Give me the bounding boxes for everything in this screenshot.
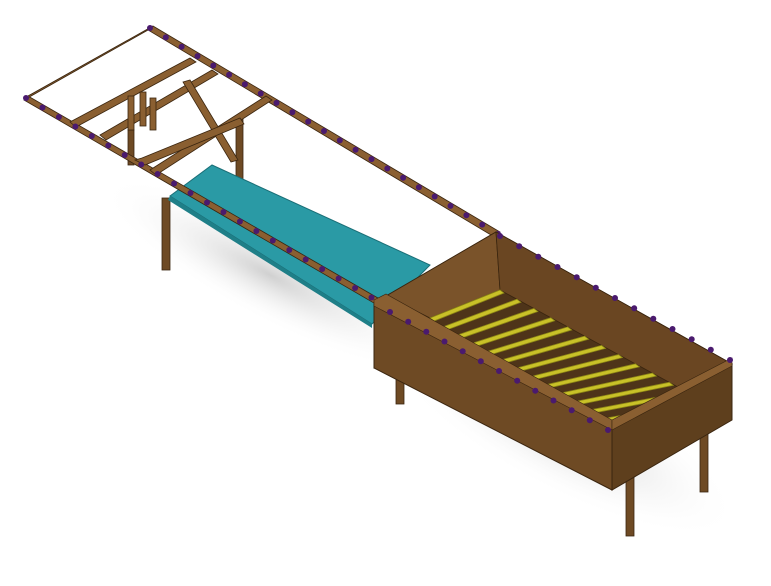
bolt-icon <box>447 202 454 209</box>
bolt-icon <box>550 397 557 404</box>
bolt-icon <box>253 228 260 234</box>
bin-front-walls <box>373 293 733 491</box>
bolt-icon <box>554 264 561 270</box>
bolt-icon <box>171 180 178 187</box>
bolt-icon <box>257 90 264 97</box>
bolt-icon <box>336 137 343 144</box>
bolt-icon <box>415 184 422 191</box>
bolt-icon <box>88 133 95 139</box>
bolts-bin-rim <box>387 233 733 433</box>
bolt-icon <box>319 266 326 272</box>
bolt-icon <box>162 34 169 41</box>
bolt-icon <box>154 171 161 177</box>
bolt-icon <box>431 193 438 200</box>
bolt-icon <box>479 221 486 228</box>
bolt-icon <box>477 358 484 365</box>
bolt-icon <box>423 328 430 335</box>
bolt-icon <box>497 233 503 239</box>
bolt-icon <box>72 123 79 130</box>
bolt-icon <box>204 199 210 206</box>
bolt-icon <box>441 338 448 345</box>
bolt-icon <box>273 99 280 106</box>
bolt-icon <box>605 427 611 433</box>
bolt-icon <box>220 209 227 215</box>
bolt-icon <box>459 348 466 355</box>
bolt-icon <box>352 285 359 291</box>
bolt-icon <box>241 81 248 88</box>
bolt-icon <box>368 156 375 163</box>
bolt-icon <box>568 407 575 414</box>
bolt-icon <box>612 295 618 301</box>
bolt-icon <box>496 368 502 374</box>
bolt-icon <box>23 95 29 101</box>
bolt-icon <box>236 218 243 225</box>
bolt-icon <box>631 305 638 312</box>
bolt-icon <box>178 43 185 50</box>
bolt-icon <box>405 318 412 325</box>
bolt-icon <box>305 118 312 125</box>
bolt-icon <box>727 357 733 363</box>
bolt-icon <box>269 237 276 244</box>
bolt-icon <box>302 256 309 263</box>
bolt-icon <box>147 25 153 31</box>
bolt-icon <box>226 71 233 78</box>
bolt-icon <box>384 165 391 172</box>
bolt-icon <box>707 346 714 353</box>
bolt-icon <box>573 274 580 281</box>
bolt-icon <box>352 146 359 153</box>
bolt-icon <box>121 152 128 158</box>
bolt-icon <box>39 104 46 111</box>
bolt-icon <box>669 326 676 332</box>
bolt-icon <box>592 284 599 291</box>
bolt-icon <box>586 417 593 424</box>
bolt-icon <box>55 114 62 120</box>
bolt-icon <box>335 275 342 282</box>
bolt-icon <box>187 190 194 196</box>
bolt-icon <box>532 387 539 394</box>
bolt-icon <box>514 377 521 384</box>
bolt-icon <box>387 309 393 315</box>
bolt-icon <box>210 62 217 69</box>
bolt-icon <box>368 294 375 301</box>
bolt-icon <box>650 315 657 322</box>
bolt-icon <box>400 174 407 181</box>
teal-board <box>168 164 431 328</box>
bolt-icon <box>688 336 695 343</box>
bolts-front-rail <box>23 95 391 310</box>
bolt-icon <box>321 128 327 134</box>
bolt-icon <box>138 161 145 168</box>
bolt-icon <box>289 109 296 116</box>
bolt-icon <box>105 142 112 149</box>
bolt-icon <box>286 247 293 253</box>
bolt-icon <box>463 212 470 219</box>
bolt-icon <box>516 243 523 250</box>
bolt-icon <box>194 53 201 60</box>
bolt-icon <box>535 253 542 260</box>
